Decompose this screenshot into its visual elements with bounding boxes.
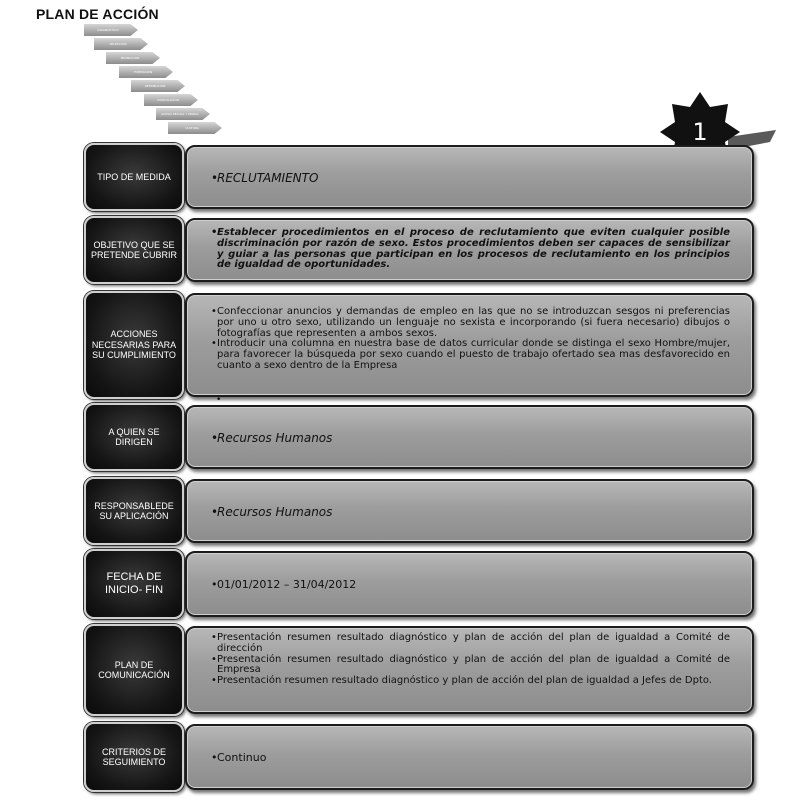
page-title: PLAN DE ACCIÓN (36, 6, 159, 22)
row-item: Establecer procedimientos en el proceso … (211, 227, 730, 271)
row-comunicacion: PLAN DE COMUNICACIÓN Presentación resume… (84, 624, 756, 716)
step-arrow: CULTURA (168, 122, 222, 134)
row-label: CRITERIOS DE SEGUIMIENTO (84, 722, 184, 792)
row-content: Presentación resumen resultado diagnósti… (185, 626, 754, 714)
row-label: TIPO DE MEDIDA (84, 143, 184, 211)
row-content: Recursos Humanos (185, 479, 754, 543)
row-content: Establecer procedimientos en el proceso … (185, 218, 754, 282)
row-item: Recursos Humanos (211, 431, 730, 445)
row-content: Confeccionar anuncios y demandas de empl… (185, 293, 754, 397)
row-acciones: ACCIONES NECESARIAS PARA SU CUMPLIMIENTO… (84, 291, 756, 399)
step-arrow: ACOSO SEXUAL Y MORAL (156, 108, 210, 120)
row-label: ACCIONES NECESARIAS PARA SU CUMPLIMIENTO (84, 291, 184, 399)
row-label: OBJETIVO QUE SE PRETENDE CUBRIR (84, 216, 184, 284)
step-arrow: FORMACIÓN (119, 66, 173, 78)
step-arrow: CONCILIACIÓN (144, 94, 198, 106)
row-item: Confeccionar anuncios y demandas de empl… (211, 306, 730, 339)
row-a-quien: A QUIEN SE DIRIGEN Recursos Humanos (84, 403, 756, 471)
badge-number: 1 (692, 118, 708, 146)
row-item: Recursos Humanos (211, 505, 730, 519)
row-content: Continuo (185, 724, 754, 790)
row-label: FECHA DE INICIO- FIN (84, 549, 184, 619)
row-item: Introducir una columna en nuestra base d… (211, 338, 730, 371)
row-item: Presentación resumen resultado diagnósti… (211, 632, 730, 655)
row-responsable: RESPONSABLEDE SU APLICACIÓN Recursos Hum… (84, 477, 756, 545)
row-objetivo: OBJETIVO QUE SE PRETENDE CUBRIR Establec… (84, 216, 756, 284)
row-tipo-medida: TIPO DE MEDIDA RECLUTAMIENTO (84, 143, 756, 211)
step-arrow: DIAGNÓSTICO (84, 24, 138, 36)
row-item: Continuo (211, 752, 730, 764)
step-arrow: PROMOCIÓN (106, 52, 160, 64)
step-arrow: RETRIBUCIÓN (131, 80, 185, 92)
row-item: RECLUTAMIENTO (211, 171, 730, 185)
stray-bullet-mark: • (216, 395, 222, 405)
row-label: PLAN DE COMUNICACIÓN (84, 624, 184, 716)
step-arrow: SELECCIÓN (94, 38, 148, 50)
row-fecha: FECHA DE INICIO- FIN 01/01/2012 – 31/04/… (84, 549, 756, 619)
row-content: RECLUTAMIENTO (185, 145, 754, 209)
row-item: Presentación resumen resultado diagnósti… (211, 654, 730, 677)
row-label: RESPONSABLEDE SU APLICACIÓN (84, 477, 184, 545)
row-content: Recursos Humanos (185, 405, 754, 469)
row-content: 01/01/2012 – 31/04/2012 (185, 551, 754, 617)
row-criterios: CRITERIOS DE SEGUIMIENTO Continuo (84, 722, 756, 792)
row-item: 01/01/2012 – 31/04/2012 (211, 579, 730, 591)
process-steps-graphic: DIAGNÓSTICO SELECCIÓN PROMOCIÓN FORMACIÓ… (84, 24, 224, 144)
row-label: A QUIEN SE DIRIGEN (84, 403, 184, 471)
row-item: Presentación resumen resultado diagnósti… (211, 675, 730, 687)
